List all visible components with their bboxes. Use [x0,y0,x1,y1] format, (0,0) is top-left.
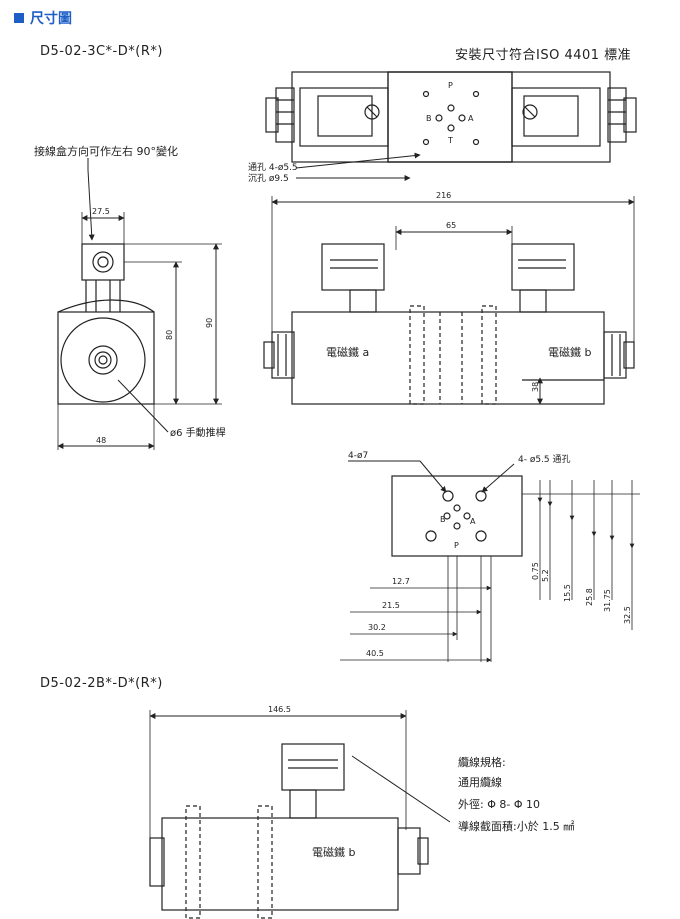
iso-note: 安裝尺寸符合ISO 4401 標准 [455,48,632,63]
junction-box [81,243,125,281]
port-a-label: A [468,114,474,123]
cable-cross-section: 導線截面積:小於 1.5 ㎟ [458,819,574,833]
counterbore-label: 沉孔 ø9.5 [248,173,289,184]
cable-type: 通用纜線 [458,775,502,789]
holes-4-7-label: 4-ø7 [348,451,368,461]
side-view [57,243,155,405]
dim-25-8: 25.8 [585,588,594,606]
holes-4-55-label: 4- ø5.5 通孔 [518,454,571,465]
connector-a [321,243,385,291]
manual-knob-icon [88,345,118,375]
dim-65: 65 [446,221,456,230]
manual-pin-left [275,87,295,143]
section-header: 尺寸圖 [14,8,72,28]
connector-b [511,243,575,291]
top-view-coil-right [511,87,601,147]
view-2b-body [161,817,399,911]
manual-pin-right [397,827,421,875]
dim-15-5: 15.5 [563,584,572,602]
leader-line [117,379,169,433]
dim-30-2: 30.2 [368,623,386,632]
thru-hole-label: 通孔 4-ø5.5 [248,162,298,173]
vertical-dims [522,480,640,630]
solenoid-a-label: 電磁鐵 a [326,345,369,359]
leader-line [295,152,421,169]
solenoid-b-2b-label: 電磁鐵 b [312,845,355,859]
side-view-body [57,311,155,405]
dim-38: 38 [531,382,540,392]
dim-5-2: 5.2 [541,569,550,582]
dim-0-75: 0.75 [531,562,540,580]
dim-216: 216 [436,191,451,200]
cable-title: 纜線規格: [458,755,506,769]
detail-port-a: A [470,517,476,526]
section-title: 尺寸圖 [30,11,72,27]
top-view-coil-left-inner [317,95,373,137]
dim-90: 90 [205,318,214,328]
front-view [263,243,635,405]
screw-icon [364,104,380,120]
leader-line [481,463,515,493]
cable-od: 外徑: Φ 8- Φ 10 [458,798,540,811]
dim-12-7: 12.7 [392,577,410,586]
dim-48: 48 [96,436,106,445]
detail-port-b: B [440,515,446,524]
horizontal-dims [340,556,492,663]
screw-icon [522,104,538,120]
detail-port-p: P [454,541,459,550]
side-view-coil [60,317,146,403]
top-view-coil-left [299,87,389,147]
port-t-label: T [447,136,453,145]
dim-21-5: 21.5 [382,601,400,610]
leader-line [87,158,95,241]
manual-pin-label: ø6 手動推桿 [170,426,226,439]
dim-40-5: 40.5 [366,649,384,658]
solenoid-b-label: 電磁鐵 b [548,345,591,359]
junction-note: 接線盒方向可作左右 90°變化 [34,144,178,158]
dim-146-5: 146.5 [268,705,291,714]
square-bullet-icon [14,13,24,23]
dim-80: 80 [165,330,174,340]
dim-32-5: 32.5 [623,606,632,624]
top-view-coil-right-inner [523,95,579,137]
connector-2b [281,743,345,791]
dim-27-5: 27.5 [92,207,110,216]
port-b-label: B [426,114,432,123]
manual-pin-right [607,87,627,143]
view-2b [149,743,429,919]
top-view [265,71,637,163]
model-label-2b: D5-02-2B*-D*(R*) [40,676,163,691]
model-label-3c: D5-02-3C*-D*(R*) [40,44,163,59]
dim-31-75: 31.75 [603,589,612,612]
manual-pin-left [271,331,295,379]
leader-line [351,755,451,823]
port-p-label: P [448,81,453,90]
manual-pin-right [603,331,627,379]
